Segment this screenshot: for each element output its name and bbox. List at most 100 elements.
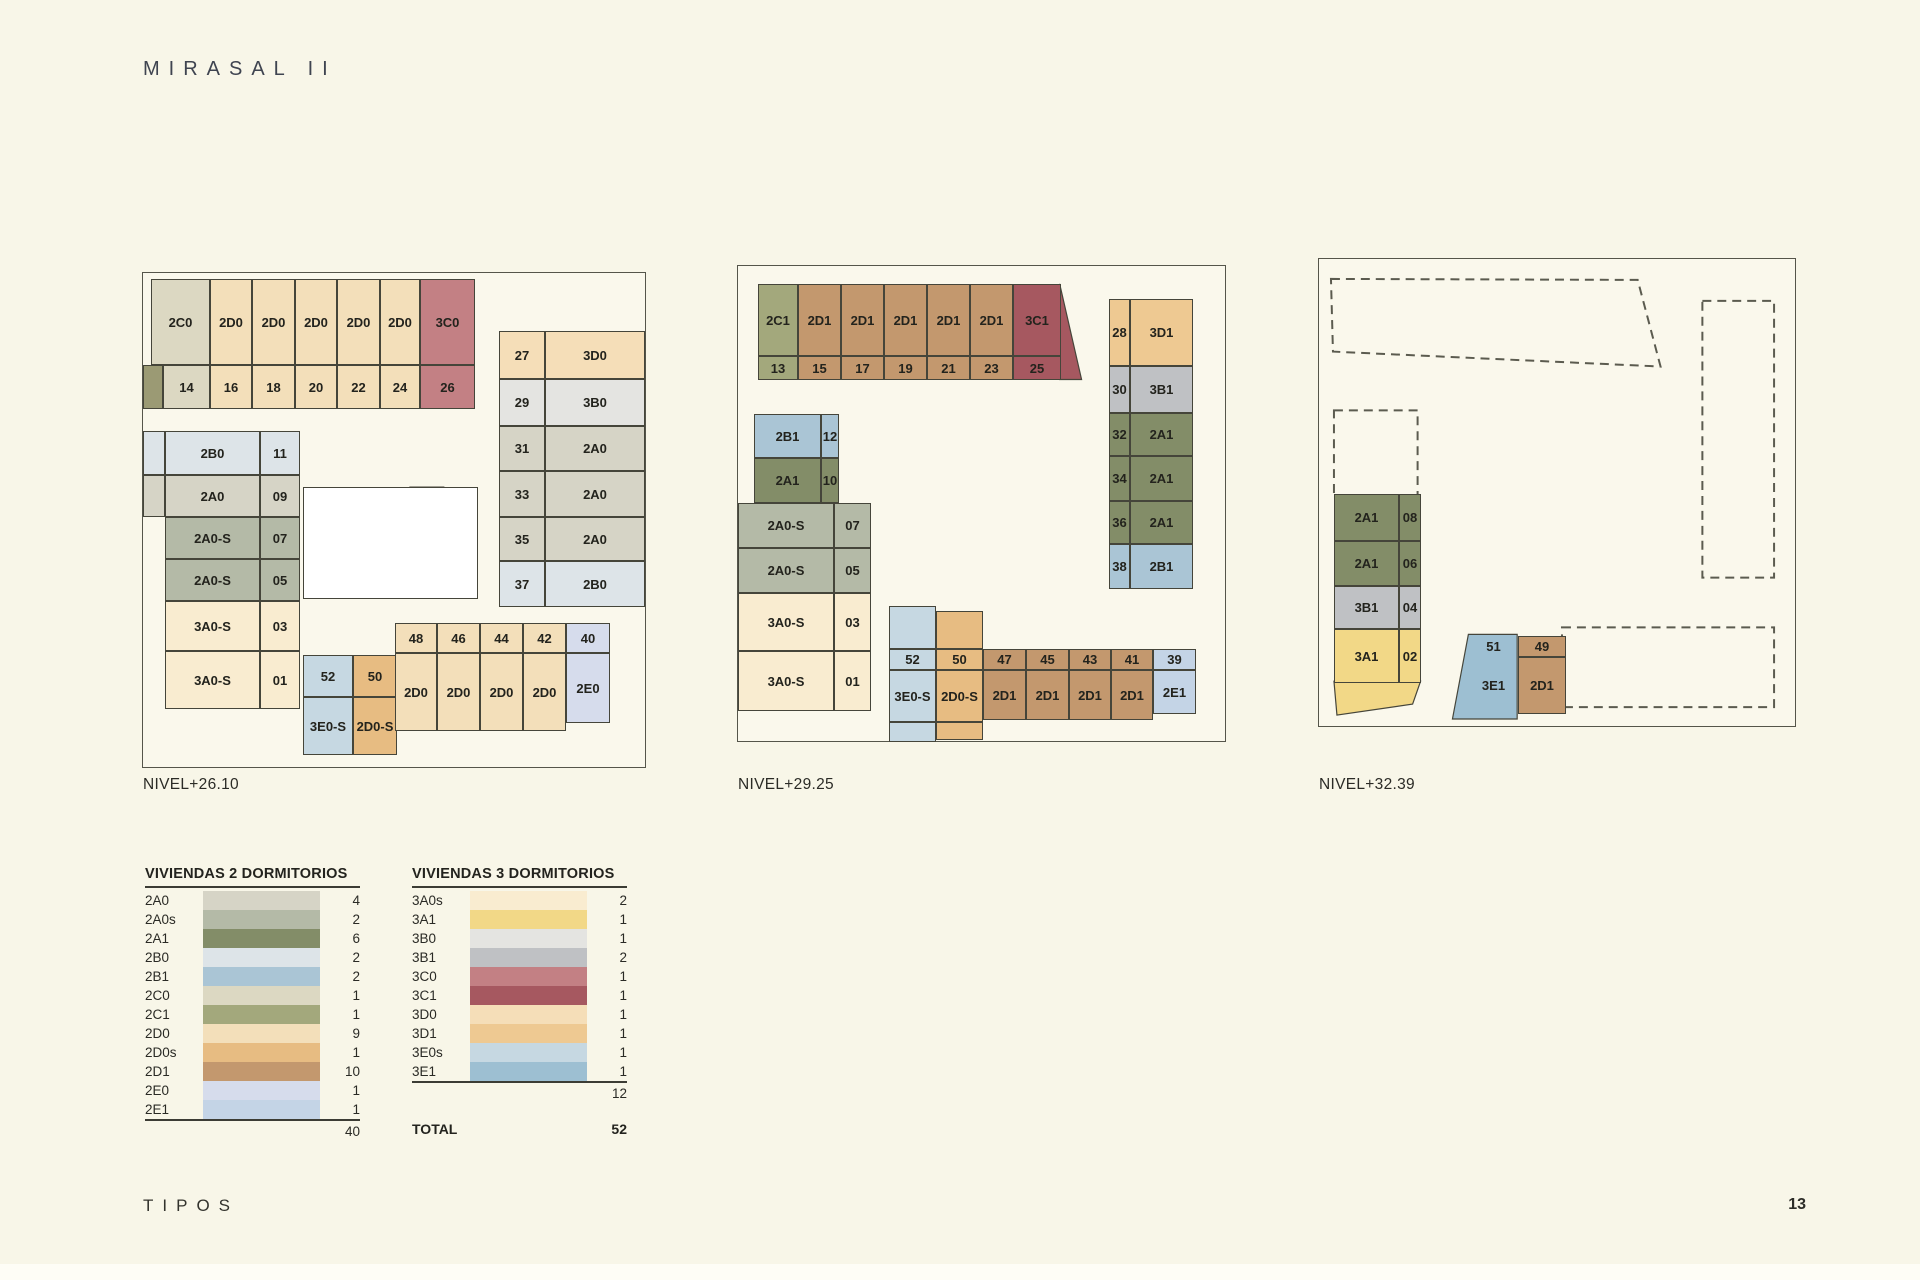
unit-number-cell: 33 [499,471,545,517]
legend-color-swatch [470,1005,587,1024]
unit-cell: 2D0 [523,653,566,731]
unit-cell: 2A0-S [738,503,834,548]
legend-color-swatch [470,1043,587,1062]
legend-count: 1 [619,1026,627,1041]
unit-number-cell: 20 [295,365,337,409]
unit-cell: 2C0 [151,279,210,365]
unit-cell: 2A1 [1130,456,1193,501]
unit-number-cell: 46 [437,623,480,653]
unit-cell: 2D0 [252,279,295,365]
unit-cell: 2A0-S [165,559,260,601]
unit-number-cell: 45 [1026,649,1069,670]
legend-code: 2D0 [145,1026,170,1041]
unit-number-cell: 40 [566,623,610,653]
unit-cell: 3D0 [545,331,645,379]
legend-row: 3B1 2 [412,948,627,967]
unit-number-cell: 02 [1399,629,1421,683]
unit-cell: 2B0 [165,431,260,475]
unit-number-cell: 03 [834,593,871,651]
legend-count: 2 [619,893,627,908]
unit-cell: 2E0 [566,653,610,723]
unit-number-cell: 34 [1109,456,1130,501]
unit-number-cell: 14 [163,365,210,409]
unit-cell: 3A0-S [165,601,260,651]
unit-cell: 2D1 [1026,670,1069,720]
legend-color-swatch [470,1024,587,1043]
plan-caption: NIVEL+29.25 [738,776,834,793]
unit-number-cell: 28 [1109,299,1130,366]
legend-code: 2B1 [145,969,170,984]
legend-count: 2 [619,950,627,965]
plan-caption: NIVEL+32.39 [1319,776,1415,793]
legend-total-label: TOTAL [412,1121,458,1137]
unit-cell: 2D1 [1111,670,1153,720]
unit-number-cell: 04 [1399,586,1421,629]
legend-code: 3E1 [412,1064,437,1079]
unit-cell [143,475,165,517]
unit-number-cell: 48 [395,623,437,653]
unit-cell: 2D0 [395,653,437,731]
legend-color-swatch [470,967,587,986]
legend-count: 1 [352,1083,360,1098]
legend-code: 2B0 [145,950,170,965]
unit-cell: 2D1 [970,284,1013,356]
unit-cell [143,431,165,475]
unit-cell: 3B1 [1130,366,1193,413]
plan-shapes [1329,277,1776,720]
legend-color-swatch [470,986,587,1005]
unit-cell [889,722,936,742]
plan-caption: NIVEL+26.10 [143,776,239,793]
legend-code: 3B1 [412,950,437,965]
unit-cell [936,611,983,649]
unit-cell: 2D0 [437,653,480,731]
unit-number-cell: 03 [260,601,300,651]
unit-number-cell: 13 [758,356,798,380]
unit-number-cell: 37 [499,561,545,607]
unit-cell: 3C0 [420,279,475,365]
unit-cell [303,487,478,599]
legend-color-swatch [203,1062,320,1081]
unit-cell: 2B1 [754,414,821,458]
unit-cell: 2A0 [545,517,645,561]
unit-number-cell: 06 [1399,541,1421,586]
unit-number-cell: 26 [420,365,475,409]
legend-code: 3E0s [412,1045,443,1060]
unit-cell: 3A0-S [738,593,834,651]
unit-cell: 2D1 [841,284,884,356]
legend-color-swatch [203,1043,320,1062]
unit-cell: 2A1 [1334,541,1399,586]
legend-count: 1 [619,931,627,946]
legend-code: 3C0 [412,969,437,984]
legend-subtotal: 12 [412,1081,627,1103]
unit-number-cell: 11 [260,431,300,475]
legend-code: 3C1 [412,988,437,1003]
unit-cell: 2D1 [1518,657,1566,714]
legend-color-swatch [203,929,320,948]
page-title: MIRASAL II [143,58,337,80]
unit-number-cell: 22 [337,365,380,409]
unit-cell: 2A1 [1130,413,1193,456]
unit-cell: 2D0 [337,279,380,365]
unit-number-cell: 31 [499,426,545,471]
unit-cell: 2A0 [545,426,645,471]
unit-number-cell: 18 [252,365,295,409]
unit-cell: 2B0 [545,561,645,607]
unit-number-cell: 19 [884,356,927,380]
unit-number-cell: 50 [353,655,397,697]
unit-number-cell: 39 [1153,649,1196,670]
unit-number-cell: 29 [499,379,545,426]
unit-number-cell: 07 [834,503,871,548]
unit-number-cell: 42 [523,623,566,653]
legend-code: 2D0s [145,1045,177,1060]
